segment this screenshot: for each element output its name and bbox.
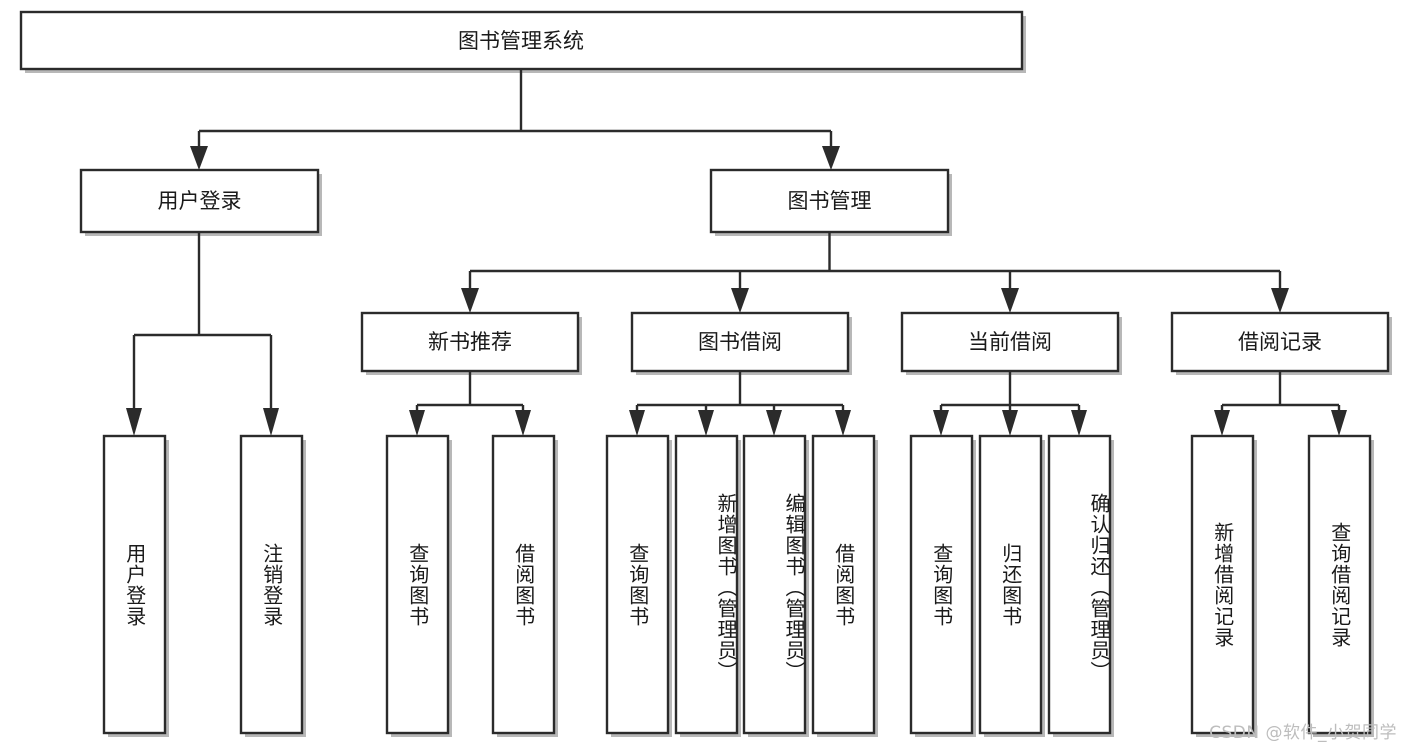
leaf-new-book-recommend-1[interactable] bbox=[385, 434, 452, 737]
leaf-book-borrow-2[interactable] bbox=[674, 434, 741, 737]
node-new-book-recommend[interactable]: 新书推荐 bbox=[360, 311, 582, 375]
book-manage-box bbox=[709, 168, 950, 234]
leaf-book-borrow-1[interactable] bbox=[605, 434, 672, 737]
leaf-book-borrow-3[interactable] bbox=[742, 434, 809, 737]
node-user-login[interactable]: 用户登录 bbox=[79, 168, 322, 236]
arrow-bb-leaf-4 bbox=[835, 410, 851, 436]
leaf-current-borrow-2[interactable] bbox=[978, 434, 1045, 737]
leaf-user-login-1[interactable] bbox=[102, 434, 169, 737]
arrow-to-new-book-recommend bbox=[461, 288, 479, 313]
arrow-bb-leaf-1 bbox=[629, 410, 645, 436]
arrow-to-borrow-record bbox=[1271, 288, 1289, 313]
leaf-book-borrow-4[interactable] bbox=[811, 434, 878, 737]
arrow-to-current-borrow bbox=[1001, 288, 1019, 313]
node-book-manage[interactable]: 图书管理 bbox=[709, 168, 952, 236]
node-root[interactable]: 图书管理系统 bbox=[19, 10, 1026, 73]
new-book-recommend-label: 新书推荐 bbox=[428, 330, 512, 354]
arrow-cb-leaf-3 bbox=[1071, 410, 1087, 436]
arrow-userlogin-leaf-1 bbox=[126, 408, 142, 436]
arrow-userlogin-leaf-2 bbox=[263, 408, 279, 436]
leaf-current-borrow-3[interactable] bbox=[1047, 434, 1114, 737]
book-manage-label: 图书管理 bbox=[788, 189, 872, 213]
arrow-br-leaf-2 bbox=[1331, 410, 1347, 436]
borrow-record-box bbox=[1170, 311, 1390, 373]
arrow-root-to-book-manage bbox=[822, 146, 840, 170]
current-borrow-box bbox=[900, 311, 1120, 373]
new-book-recommend-box bbox=[360, 311, 580, 373]
root-box bbox=[19, 10, 1024, 71]
borrow-record-label: 借阅记录 bbox=[1238, 330, 1322, 354]
leaf-borrow-record-2[interactable] bbox=[1307, 434, 1374, 737]
node-current-borrow[interactable]: 当前借阅 bbox=[900, 311, 1122, 375]
arrow-br-leaf-1 bbox=[1214, 410, 1230, 436]
leaf-borrow-record-1[interactable] bbox=[1190, 434, 1257, 737]
csdn-watermark: CSDN @软件_小贺同学 bbox=[1209, 723, 1397, 743]
node-borrow-record[interactable]: 借阅记录 bbox=[1170, 311, 1392, 375]
leaf-user-login-2[interactable] bbox=[239, 434, 306, 737]
leaf-current-borrow-1[interactable] bbox=[909, 434, 976, 737]
arrow-to-book-borrow bbox=[731, 288, 749, 313]
root-label: 图书管理系统 bbox=[458, 29, 584, 53]
arrow-nbr-leaf-2 bbox=[515, 410, 531, 436]
arrow-cb-leaf-1 bbox=[933, 410, 949, 436]
book-borrow-label: 图书借阅 bbox=[698, 330, 782, 354]
arrow-nbr-leaf-1 bbox=[409, 410, 425, 436]
arrow-bb-leaf-2 bbox=[698, 410, 714, 436]
node-book-borrow[interactable]: 图书借阅 bbox=[630, 311, 852, 375]
arrow-bb-leaf-3 bbox=[766, 410, 782, 436]
user-login-box bbox=[79, 168, 320, 234]
arrow-root-to-user-login bbox=[190, 146, 208, 170]
arrow-cb-leaf-2 bbox=[1002, 410, 1018, 436]
user-login-label: 用户登录 bbox=[158, 189, 242, 213]
leaf-new-book-recommend-2[interactable] bbox=[491, 434, 558, 737]
current-borrow-label: 当前借阅 bbox=[968, 330, 1052, 354]
